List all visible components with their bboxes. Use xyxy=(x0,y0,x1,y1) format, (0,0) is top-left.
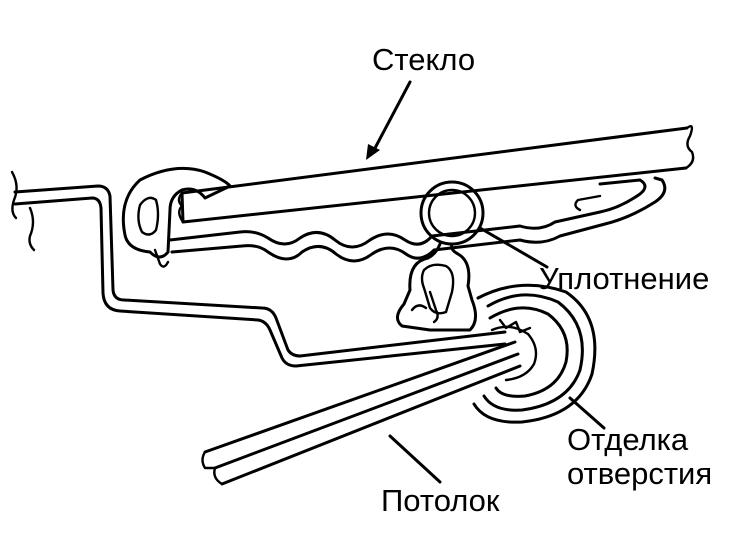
glass-arrowhead xyxy=(366,144,380,160)
seal-leader-line xyxy=(478,226,549,269)
glass-leader-line xyxy=(372,80,412,152)
glass-frame-channel xyxy=(168,176,667,263)
edge-seal-bulb xyxy=(121,166,232,268)
headliner-panel xyxy=(201,340,522,486)
headliner-leader-line xyxy=(388,434,442,484)
trim-leader-line xyxy=(568,396,606,430)
trim-label-line2: отверстия xyxy=(567,456,713,491)
glass-label: Стекло xyxy=(372,42,476,77)
mounting-clip xyxy=(396,242,477,332)
trim-label-line1: Отделка xyxy=(567,422,689,457)
roof-panel xyxy=(10,170,507,368)
seal-label: Уплотнение xyxy=(539,261,710,296)
opening-trim xyxy=(472,283,597,424)
glass-panel xyxy=(177,125,695,224)
headliner-label: Потолок xyxy=(381,483,500,518)
